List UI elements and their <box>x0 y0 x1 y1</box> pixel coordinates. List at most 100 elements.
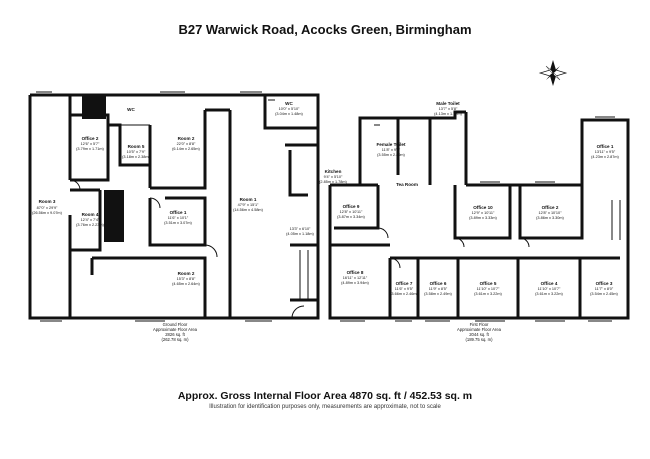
svg-text:22'0" x 8'8": 22'0" x 8'8" <box>177 142 196 146</box>
svg-text:16'11" x 12'11": 16'11" x 12'11" <box>343 276 368 280</box>
svg-text:(3.76m x 2.23m): (3.76m x 2.23m) <box>76 223 104 227</box>
svg-text:15'3" x 8'8": 15'3" x 8'8" <box>177 277 196 281</box>
svg-text:(3.55m x 2.80m): (3.55m x 2.80m) <box>377 153 405 157</box>
ground-floor-plan <box>28 91 320 322</box>
room-label-room2-lower: Room 2 15'3" x 8'8" (4.65m x 2.64m) <box>172 271 200 286</box>
svg-text:12'4" x 7'4": 12'4" x 7'4" <box>81 218 100 222</box>
svg-text:Male Toilet: Male Toilet <box>436 101 460 106</box>
svg-text:(3.54m x 2.45m): (3.54m x 2.45m) <box>590 292 618 296</box>
svg-text:11'10" x 10'7": 11'10" x 10'7" <box>538 287 561 291</box>
svg-text:13'11" x 9'5": 13'11" x 9'5" <box>595 150 616 154</box>
svg-text:9'4" x 5'10": 9'4" x 5'10" <box>324 175 343 179</box>
stair-void-icon <box>104 190 124 242</box>
room-label-room4: Room 4 12'4" x 7'4" (3.76m x 2.23m) <box>76 212 104 227</box>
svg-text:(3.87m x 3.34m): (3.87m x 3.34m) <box>337 215 365 219</box>
svg-text:(4.65m x 2.64m): (4.65m x 2.64m) <box>172 282 200 286</box>
svg-text:(4.23m x 2.87m): (4.23m x 2.87m) <box>591 155 619 159</box>
svg-text:2826 sq. ft: 2826 sq. ft <box>165 332 185 337</box>
svg-text:(3.58m x 2.49m): (3.58m x 2.49m) <box>424 292 452 296</box>
room-label-office9: Office 9 12'8" x 10'11" (3.87m x 3.34m) <box>337 204 365 219</box>
svg-text:12'9" x 10'11": 12'9" x 10'11" <box>472 211 495 215</box>
svg-text:(4.05m x 1.18m): (4.05m x 1.18m) <box>286 232 314 236</box>
svg-text:(262.78 sq. m): (262.78 sq. m) <box>162 337 190 342</box>
svg-text:12'8" x 10'11": 12'8" x 10'11" <box>340 210 363 214</box>
svg-text:Approximate Floor Area: Approximate Floor Area <box>153 327 198 332</box>
svg-text:First Floor: First Floor <box>470 322 489 327</box>
first-floor-caption: First Floor Approximate Floor Area 2044 … <box>457 322 502 342</box>
svg-text:47'9" x 15'1": 47'9" x 15'1" <box>238 203 259 207</box>
svg-text:11'10" x 10'7": 11'10" x 10'7" <box>477 287 500 291</box>
room-label-wc-small: WC <box>127 107 135 112</box>
svg-text:Ground Floor: Ground Floor <box>163 322 188 327</box>
svg-text:(189.75 sq. m): (189.75 sq. m) <box>466 337 494 342</box>
ground-floor-caption: Ground Floor Approximate Floor Area 2826… <box>153 322 198 342</box>
room-label-room2: Room 2 22'0" x 8'8" (6.14m x 2.65m) <box>172 136 200 151</box>
room-label-office7: Office 7 11'6" x 9'5" (3.66m x 2.46m) <box>390 281 418 296</box>
svg-text:Office 7: Office 7 <box>396 281 413 286</box>
room-label-room1: Room 1 47'9" x 15'1" (14.56m x 4.58m) <box>233 197 263 212</box>
svg-text:11'7" x 8'0": 11'7" x 8'0" <box>595 287 614 291</box>
room-label-hall: 13'3" x 6'10" (4.05m x 1.18m) <box>286 227 314 236</box>
svg-text:11'8" x 9'2": 11'8" x 9'2" <box>382 148 401 152</box>
svg-text:(3.18m x 2.38m): (3.18m x 2.38m) <box>122 155 150 159</box>
svg-text:(3.61m x 3.22m): (3.61m x 3.22m) <box>474 292 502 296</box>
svg-text:(2.85m x 1.78m): (2.85m x 1.78m) <box>319 180 347 184</box>
room-label-office2-ground: Office 2 12'6" x 5'7" (3.79m x 1.71m) <box>76 136 104 151</box>
svg-text:2044 sq. ft: 2044 sq. ft <box>469 332 489 337</box>
room-label-room5: Room 5 10'5" x 7'9" (3.18m x 2.38m) <box>122 144 150 159</box>
room-label-room3: Room 3 87'0" x 29'9" (26.56m x 9.07m) <box>32 199 62 215</box>
svg-text:(3.89m x 3.33m): (3.89m x 3.33m) <box>469 216 497 220</box>
svg-text:(3.66m x 2.46m): (3.66m x 2.46m) <box>390 292 418 296</box>
room-label-office8: Office 8 16'11" x 12'11" (4.89m x 3.94m) <box>341 270 369 285</box>
room-label-office2-first: Office 2 12'8" x 10'10" (3.86m x 3.30m) <box>536 205 564 220</box>
svg-text:13'7" x 5'8": 13'7" x 5'8" <box>439 107 458 111</box>
svg-text:11'6" x 10'1": 11'6" x 10'1" <box>168 216 189 220</box>
gross-area-text: Approx. Gross Internal Floor Area 4870 s… <box>177 390 473 402</box>
first-floor-plan <box>328 110 630 322</box>
svg-text:Office 2: Office 2 <box>542 205 559 210</box>
room-label-office6: Office 6 11'9" x 8'5" (3.58m x 2.49m) <box>424 281 452 296</box>
svg-text:12'8" x 10'10": 12'8" x 10'10" <box>539 211 563 215</box>
svg-text:Office 6: Office 6 <box>430 281 447 286</box>
svg-text:Office 1: Office 1 <box>170 210 187 215</box>
svg-text:10'0" x 5'10": 10'0" x 5'10" <box>279 107 300 111</box>
plan-title: B27 Warwick Road, Acocks Green, Birmingh… <box>178 22 472 37</box>
svg-text:WC: WC <box>285 101 293 106</box>
svg-text:Office 5: Office 5 <box>480 281 497 286</box>
svg-text:(3.51m x 3.07m): (3.51m x 3.07m) <box>164 221 192 225</box>
room-label-office10: Office 10 12'9" x 10'11" (3.89m x 3.33m) <box>469 205 497 220</box>
svg-text:(14.56m x 4.58m): (14.56m x 4.58m) <box>233 208 263 212</box>
svg-text:Office 8: Office 8 <box>347 270 364 275</box>
room-label-office5: Office 5 11'10" x 10'7" (3.61m x 3.22m) <box>474 281 502 296</box>
svg-text:10'5" x 7'9": 10'5" x 7'9" <box>127 150 146 154</box>
room-label-wc-ground: WC 10'0" x 5'10" (3.04m x 1.48m) <box>275 101 303 116</box>
svg-text:Office 3: Office 3 <box>596 281 613 286</box>
svg-text:(26.56m x 9.07m): (26.56m x 9.07m) <box>32 211 62 215</box>
svg-text:Room 2: Room 2 <box>178 136 195 141</box>
room-label-kitchen: Kitchen 9'4" x 5'10" (2.85m x 1.78m) <box>319 169 347 184</box>
svg-text:11'9" x 8'5": 11'9" x 8'5" <box>429 287 448 291</box>
svg-text:Room 4: Room 4 <box>82 212 99 217</box>
room-label-male-toilet: Male Toilet 13'7" x 5'8" (4.13m x 1.72m) <box>434 101 462 116</box>
room-label-office1-first: Office 1 13'11" x 9'5" (4.23m x 2.87m) <box>591 144 619 159</box>
svg-text:87'0" x 29'9": 87'0" x 29'9" <box>37 206 58 210</box>
svg-text:(3.79m x 1.71m): (3.79m x 1.71m) <box>76 147 104 151</box>
svg-text:11'6" x 9'5": 11'6" x 9'5" <box>395 287 414 291</box>
svg-text:(4.13m x 1.72m): (4.13m x 1.72m) <box>434 112 462 116</box>
room-label-tea-room: Tea Room <box>396 182 418 187</box>
svg-text:(4.89m x 3.94m): (4.89m x 3.94m) <box>341 281 369 285</box>
compass-icon <box>538 60 568 86</box>
svg-text:(6.14m x 2.65m): (6.14m x 2.65m) <box>172 147 200 151</box>
svg-text:Office 2: Office 2 <box>82 136 99 141</box>
svg-text:Room 5: Room 5 <box>128 144 145 149</box>
svg-text:(3.04m x 1.48m): (3.04m x 1.48m) <box>275 112 303 116</box>
svg-text:12'6" x 5'7": 12'6" x 5'7" <box>81 142 100 146</box>
room-label-office1-ground: Office 1 11'6" x 10'1" (3.51m x 3.07m) <box>164 210 192 225</box>
svg-text:(3.61m x 3.22m): (3.61m x 3.22m) <box>535 292 563 296</box>
stair-void-icon <box>82 95 106 119</box>
svg-text:Office 4: Office 4 <box>541 281 558 286</box>
svg-text:Office 10: Office 10 <box>473 205 493 210</box>
room-label-female-toilet: Female Toilet 11'8" x 9'2" (3.55m x 2.80… <box>376 142 405 157</box>
disclaimer-text: Illustration for identification purposes… <box>209 404 441 410</box>
svg-text:Room 3: Room 3 <box>39 199 56 204</box>
